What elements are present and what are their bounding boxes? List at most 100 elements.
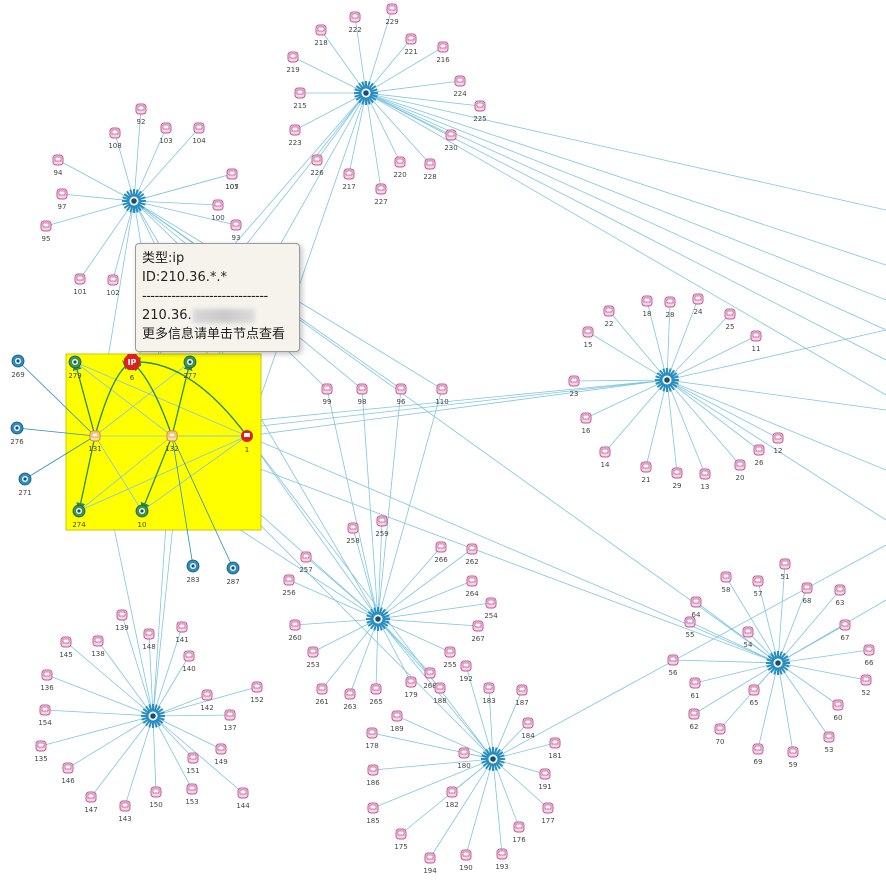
pc-node[interactable]: 51 (779, 558, 791, 581)
pc-node[interactable]: 268 (423, 667, 437, 690)
pc-node[interactable]: 136 (40, 669, 54, 692)
pc-node[interactable]: 228 (423, 158, 437, 181)
pc-node[interactable]: 60 (832, 699, 844, 722)
pc-node[interactable]: 98 (356, 383, 368, 406)
pc-node[interactable]: 16 (580, 412, 592, 435)
pc-node[interactable]: 63 (834, 584, 846, 607)
pc-node[interactable]: 194 (423, 852, 437, 875)
pc-node[interactable]: 52 (860, 674, 872, 697)
pc-node[interactable]: 93 (230, 219, 242, 242)
pc-node[interactable]: 188 (433, 682, 447, 705)
pc-node[interactable]: 226 (310, 154, 324, 177)
pc-node[interactable]: 217 (342, 168, 356, 191)
hub-node[interactable] (481, 747, 505, 771)
pc-node[interactable]: 29 (671, 467, 683, 490)
pc-node[interactable]: 257 (299, 551, 313, 574)
pc-node[interactable]: 187 (515, 684, 529, 707)
pc-node[interactable]: 140 (182, 650, 196, 673)
pc-node[interactable]: 254 (484, 597, 498, 620)
pc-node[interactable]: 28 (664, 296, 676, 319)
pc-node[interactable]: 150 (149, 786, 163, 809)
pc-node[interactable]: 18 (641, 295, 653, 318)
pc-node[interactable]: 12 (772, 432, 784, 455)
pc-node[interactable]: 148 (142, 628, 156, 651)
pc-node[interactable]: 151 (186, 752, 200, 775)
pc-node[interactable]: 229 (385, 3, 399, 26)
pc-node[interactable]: 11 (750, 330, 762, 353)
ip-node[interactable]: 283 (186, 559, 200, 584)
pc-node[interactable]: 110 (435, 383, 449, 406)
pc-node[interactable]: 230 (444, 129, 458, 152)
pc-node[interactable]: 262 (465, 543, 479, 566)
pc-node[interactable]: 54 (742, 626, 754, 649)
pc-node[interactable]: 67 (839, 619, 851, 642)
pc-node[interactable]: 14 (599, 446, 611, 469)
pc-node[interactable]: 227 (374, 183, 388, 206)
pc-node-highlight[interactable]: 132 (165, 430, 179, 453)
hub-node[interactable] (766, 651, 790, 675)
pc-node[interactable]: 146 (61, 762, 75, 785)
pc-node[interactable]: 70 (714, 723, 726, 746)
hub-node[interactable] (354, 81, 378, 105)
pc-node[interactable]: 135 (34, 740, 48, 763)
pc-node[interactable]: 53 (823, 731, 835, 754)
pc-node[interactable]: 176 (512, 821, 526, 844)
pc-node[interactable]: 179 (404, 676, 418, 699)
pc-node[interactable]: 223 (288, 124, 302, 147)
pc-node[interactable]: 92 (135, 103, 147, 126)
pc-node[interactable]: 25 (724, 308, 736, 331)
pc-node[interactable]: 175 (394, 828, 408, 851)
pc-node[interactable]: 261 (315, 683, 329, 706)
pc-node[interactable]: 62 (688, 708, 700, 731)
pc-node[interactable]: 154 (38, 704, 52, 727)
pc-node[interactable]: 225 (473, 100, 487, 123)
pc-node[interactable]: 258 (346, 522, 360, 545)
pc-node[interactable]: 108 (108, 127, 122, 150)
pc-node[interactable]: 190 (459, 849, 473, 872)
pc-node[interactable]: 23 (568, 375, 580, 398)
pc-node[interactable]: 95 (40, 220, 52, 243)
pc-node[interactable]: 97 (56, 188, 68, 211)
pc-node[interactable]: 265 (369, 683, 383, 706)
pc-node[interactable]: 215 (293, 87, 307, 110)
pc-node[interactable]: 185 (366, 802, 380, 825)
pc-node[interactable]: 144 (236, 787, 250, 810)
pc-node[interactable]: 224 (453, 75, 467, 98)
ip-node[interactable]: 287 (226, 561, 240, 586)
pc-node[interactable]: 182 (445, 786, 459, 809)
pc-node[interactable]: 142 (200, 689, 214, 712)
pc-node[interactable]: 99 (321, 383, 333, 406)
pc-node[interactable]: 153 (185, 783, 199, 806)
pc-node[interactable]: 220 (393, 156, 407, 179)
pc-node[interactable]: 181 (548, 737, 562, 760)
pc-node[interactable]: 139 (115, 609, 129, 632)
pc-node[interactable]: 96 (395, 383, 407, 406)
hub-node[interactable] (655, 368, 679, 392)
hub-node[interactable] (366, 607, 390, 631)
pc-node[interactable]: 152 (250, 681, 264, 704)
pc-node[interactable]: 64 (690, 596, 702, 619)
hub-node[interactable] (122, 189, 146, 213)
pc-node[interactable]: 259 (375, 515, 389, 538)
pc-node[interactable]: 219 (286, 51, 300, 74)
pc-node[interactable]: 104 (192, 122, 206, 145)
pc-node[interactable]: 192 (459, 660, 473, 683)
pc-node[interactable]: 21 (640, 461, 652, 484)
pc-node[interactable]: 178 (365, 727, 379, 750)
pc-node[interactable]: 100 (211, 199, 225, 222)
pc-node[interactable]: 20 (734, 459, 746, 482)
pc-node[interactable]: 186 (366, 764, 380, 787)
pc-node[interactable]: 183 (482, 682, 496, 705)
ip-node-alert[interactable]: IP6 (124, 354, 140, 382)
pc-node[interactable]: 260 (288, 619, 302, 642)
pc-node[interactable]: 56 (667, 654, 679, 677)
pc-node[interactable]: 66 (863, 644, 875, 667)
pc-node[interactable]: 57 (752, 575, 764, 598)
ip-node[interactable]: 277 (183, 355, 197, 380)
pc-node[interactable]: 68 (801, 582, 813, 605)
ip-node[interactable]: 269 (11, 354, 25, 379)
pc-node[interactable]: 13 (699, 468, 711, 491)
ip-node[interactable]: 279 (68, 355, 82, 380)
ip-node[interactable]: 276 (10, 421, 24, 446)
